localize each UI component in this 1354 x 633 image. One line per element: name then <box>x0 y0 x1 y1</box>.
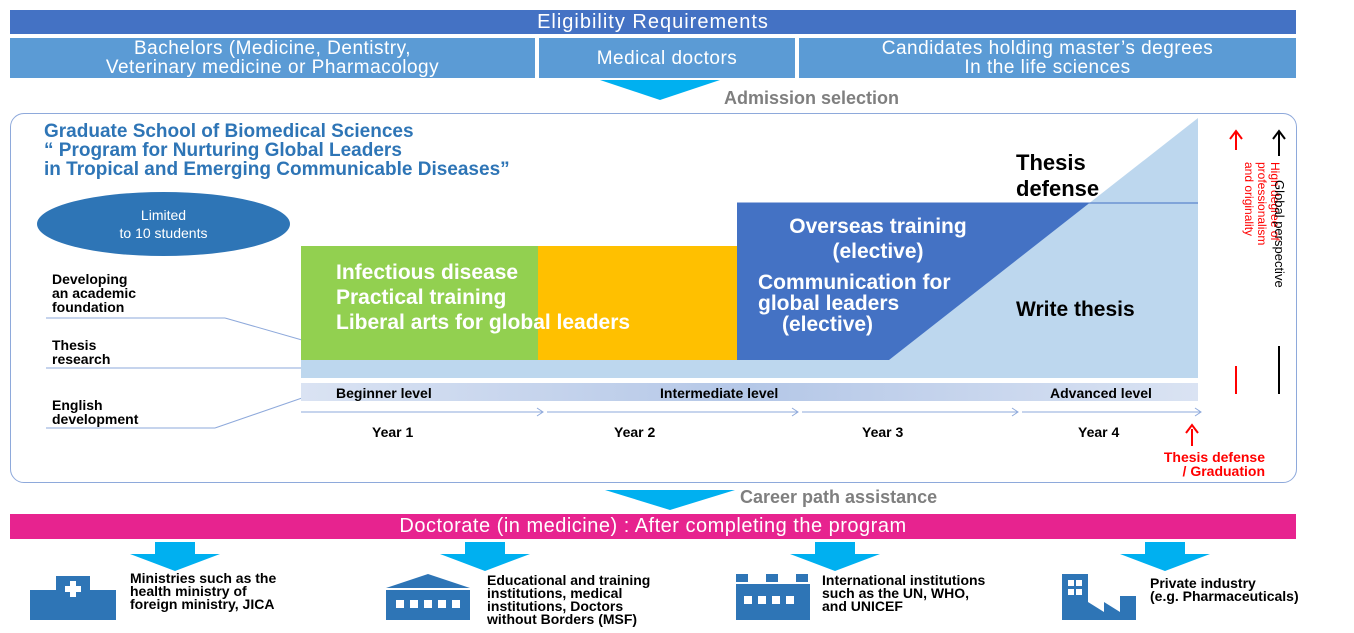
career-arrow-icon <box>605 490 735 510</box>
row-thesis-line2: research <box>52 351 111 367</box>
year-label-4: Year 4 <box>1078 424 1120 440</box>
professionalism-line1: High degree of professionalism <box>1255 162 1282 246</box>
eligibility-masters-line1: Candidates holding master’s degrees <box>881 38 1214 59</box>
career-education-line1: Educational and training <box>487 572 651 588</box>
row-label-thesis: Thesis research <box>52 338 110 366</box>
phase-block-orange <box>538 246 737 360</box>
eligibility-doctors-label: Medical doctors <box>596 47 738 69</box>
career-down-arrow-1-icon <box>130 542 220 571</box>
graduation-line2: / Graduation <box>1182 463 1265 479</box>
school-building-icon <box>386 574 470 620</box>
program-title-line3: in Tropical and Emerging Communicable Di… <box>44 159 510 180</box>
early-phase-line1: Infectious disease <box>336 261 519 284</box>
level-advanced: Advanced level <box>1050 385 1152 401</box>
limit-line2: to 10 students <box>119 225 208 241</box>
eligibility-bachelors-line2: Veterinary medicine or Pharmacology <box>105 57 440 78</box>
level-intermediate: Intermediate level <box>660 385 779 401</box>
overseas-line2: (elective) <box>832 240 924 263</box>
eligibility-bachelors-line1: Bachelors (Medicine, Dentistry, <box>133 38 411 59</box>
write-thesis-text: Write thesis <box>1016 298 1135 321</box>
career-down-arrow-3-icon <box>790 542 880 571</box>
eligibility-title: Eligibility Requirements <box>10 10 1296 34</box>
career-down-arrow-4-icon <box>1120 542 1210 571</box>
early-phase-line2: Practical training <box>336 286 507 309</box>
program-title-line1: Graduate School of Biomedical Sciences <box>44 121 414 142</box>
admission-label: Admission selection <box>724 88 900 108</box>
row-english-line2: development <box>52 411 139 427</box>
english-level-bar <box>301 383 1198 401</box>
career-international-line3: and UNICEF <box>822 598 903 614</box>
career-education-line3: institutions, Doctors <box>487 598 624 614</box>
doctorate-bar: Doctorate (in medicine) : After completi… <box>10 514 1296 539</box>
career-text-education: Educational and training institutions, m… <box>487 572 651 627</box>
graduation-up-arrow-icon <box>1185 423 1199 446</box>
thesis-defense-text: Thesis defense <box>1016 150 1099 202</box>
overseas-line1: Overseas training <box>789 215 967 238</box>
defense-line1: Thesis <box>1016 150 1086 175</box>
comm-line2: global leaders <box>758 292 900 315</box>
professionalism-line2: and originality <box>1242 162 1256 237</box>
year-timeline-arrows <box>301 407 1202 417</box>
eligibility-masters-line2: In the life sciences <box>964 57 1131 78</box>
graduation-label: Thesis defense / Graduation <box>1100 450 1265 478</box>
professionalism-arrow-icon <box>1229 129 1243 394</box>
career-international-line2: such as the UN, WHO, <box>822 585 970 601</box>
global-perspective-label: Global perspective <box>1272 180 1287 288</box>
career-private-line1: Private industry <box>1150 575 1256 591</box>
career-education-line2: institutions, medical <box>487 585 623 601</box>
row-connector-lines <box>46 317 303 429</box>
factory-icon <box>1062 574 1136 620</box>
global-perspective-arrow-icon <box>1272 129 1286 394</box>
row-label-english: English development <box>52 398 138 426</box>
phase-block-green <box>301 246 538 360</box>
early-phase-text: Infectious disease Practical training Li… <box>336 260 630 335</box>
career-international-line1: International institutions <box>822 572 986 588</box>
eligibility-doctors: Medical doctors <box>539 38 795 78</box>
year-label-3: Year 3 <box>862 424 904 440</box>
row-english-line1: English <box>52 397 103 413</box>
communication-text: Communication for global leaders (electi… <box>758 272 951 335</box>
early-phase-line3: Liberal arts for global leaders <box>336 311 631 334</box>
professionalism-label: High degree of professionalism and origi… <box>1242 162 1282 312</box>
graduation-line1: Thesis defense <box>1163 449 1265 465</box>
eligibility-masters: Candidates holding master’s degrees In t… <box>799 38 1296 78</box>
enrollment-limit-badge: Limited to 10 students <box>37 192 290 256</box>
row-label-academic: Developing an academic foundation <box>52 272 136 314</box>
level-beginner: Beginner level <box>336 385 432 401</box>
limit-line1: Limited <box>140 207 187 223</box>
comm-line1: Communication for <box>758 271 951 294</box>
comm-line3: (elective) <box>782 313 874 336</box>
row-academic-line3: foundation <box>52 299 125 315</box>
career-text-ministries: Ministries such as the health ministry o… <box>130 570 277 612</box>
row-academic-line1: Developing <box>52 271 128 287</box>
thesis-research-band <box>301 360 1198 378</box>
admission-arrow-icon <box>600 80 720 100</box>
career-education-line4: without Borders (MSF) <box>487 611 638 627</box>
year-label-1: Year 1 <box>372 424 414 440</box>
overseas-training-text: Overseas training (elective) <box>758 214 998 264</box>
career-ministries-line2: health ministry of <box>130 583 247 599</box>
career-down-arrow-2-icon <box>440 542 530 571</box>
row-academic-line2: an academic <box>52 285 137 301</box>
program-title-line2: “ Program for Nurturing Global Leaders <box>44 140 402 161</box>
career-text-private: Private industry (e.g. Pharmaceuticals) <box>1150 575 1299 604</box>
career-text-international: International institutions such as the U… <box>822 572 986 614</box>
program-title: Graduate School of Biomedical Sciences “… <box>44 122 510 179</box>
career-ministries-line1: Ministries such as the <box>130 570 277 586</box>
eligibility-bachelors: Bachelors (Medicine, Dentistry, Veterina… <box>10 38 535 78</box>
career-private-line2: (e.g. Pharmaceuticals) <box>1150 588 1299 604</box>
institution-building-icon <box>736 574 810 620</box>
hospital-icon <box>30 576 116 620</box>
career-ministries-line3: foreign ministry, JICA <box>130 596 275 612</box>
year-label-2: Year 2 <box>614 424 656 440</box>
defense-line2: defense <box>1016 176 1100 201</box>
row-thesis-line1: Thesis <box>52 337 97 353</box>
career-path-label: Career path assistance <box>740 487 938 507</box>
advanced-phase-shape <box>737 118 1198 360</box>
